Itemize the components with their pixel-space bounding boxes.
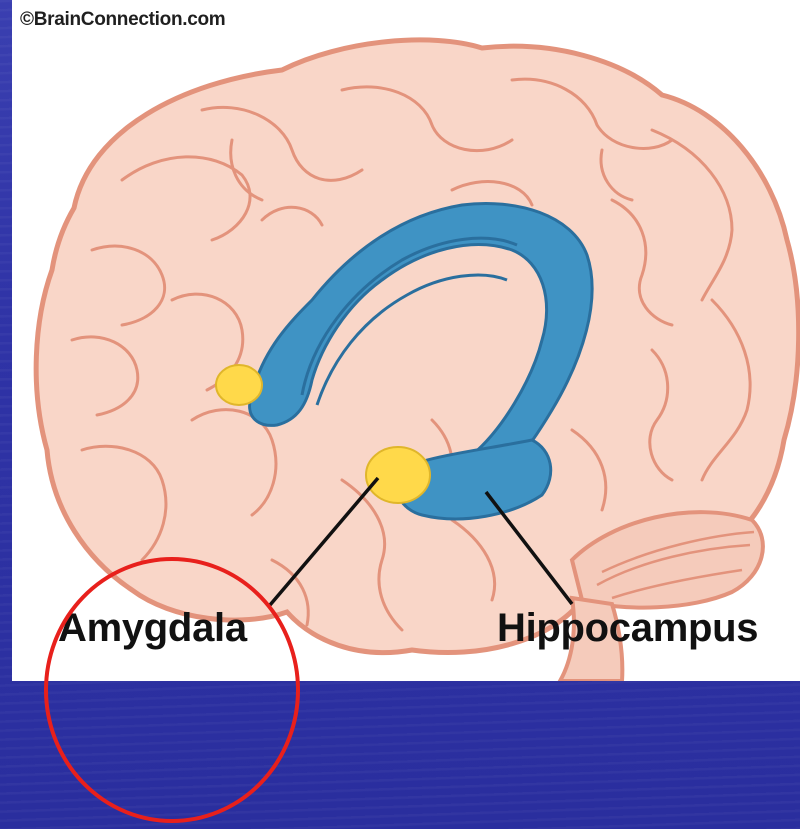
brain-figure: ©BrainConnection.com Amygdala Hippocampu… [12,0,800,681]
copyright-text: ©BrainConnection.com [20,9,225,31]
hippocampus-label: Hippocampus [497,606,758,651]
amygdala-small [216,365,262,405]
brain-diagram [12,0,800,681]
amygdala-label: Amygdala [58,606,247,651]
amygdala-main [366,447,430,503]
